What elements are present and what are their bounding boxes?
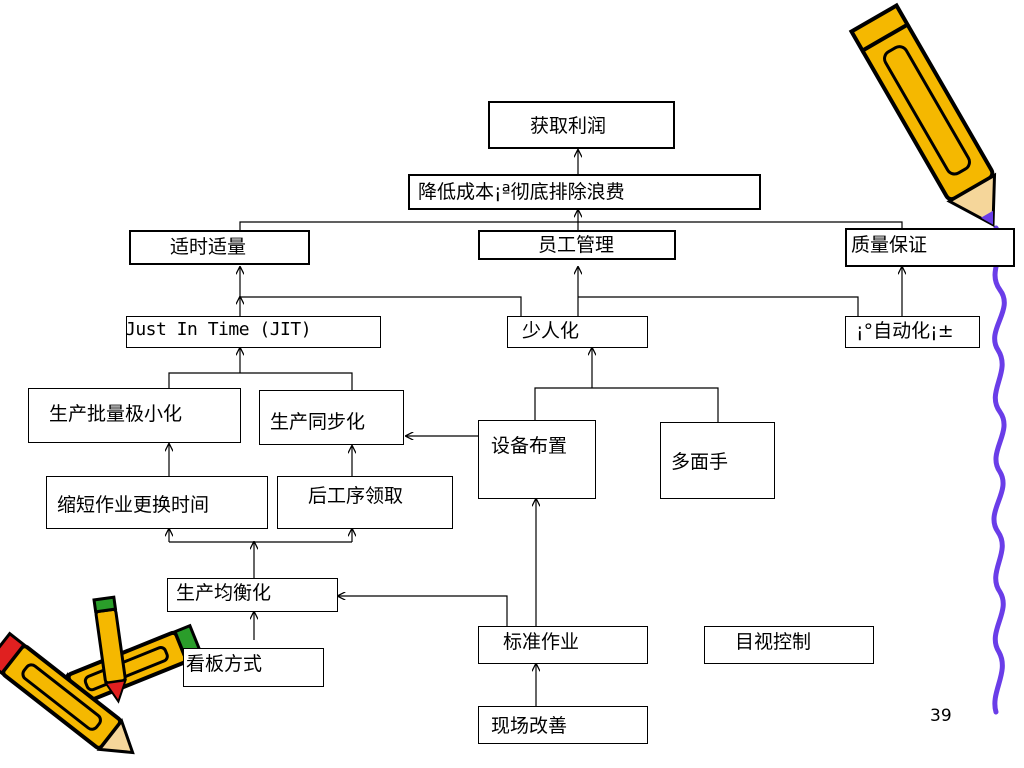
node-sync-production: 生产同步化 <box>259 390 404 445</box>
node-jit: Just In Time (JIT) <box>126 316 381 348</box>
node-standard-work-label: 标准作业 <box>503 631 580 653</box>
arrow-autonomation-to-staff <box>578 296 859 316</box>
node-quality-assurance-label: 质量保证 <box>851 234 928 256</box>
node-profit-label: 获取利润 <box>530 115 607 137</box>
node-equipment-layout: 设备布置 <box>478 420 596 499</box>
node-staff-management: 员工管理 <box>478 230 676 260</box>
node-kaizen-label: 现场改善 <box>491 715 568 737</box>
arrow-standard-to-leveling <box>338 596 508 626</box>
pencil-icon-bottom-left-red <box>0 631 135 755</box>
connectors <box>169 150 902 706</box>
node-equipment-layout-label: 设备布置 <box>491 435 568 457</box>
node-jit-right-amount-label: 适时适量 <box>170 236 247 258</box>
node-jit-label: Just In Time (JIT) <box>126 319 312 340</box>
node-quality-assurance: 质量保证 <box>845 228 1015 267</box>
node-standard-work: 标准作业 <box>478 626 648 664</box>
node-pull-system: 后工序领取 <box>277 476 453 529</box>
scribble-decoration <box>991 225 1007 715</box>
node-sync-production-label: 生产同步化 <box>270 411 366 433</box>
slide-page-number: 39 <box>930 706 952 726</box>
node-leveling-label: 生产均衡化 <box>176 582 272 604</box>
node-small-batch: 生产批量极小化 <box>28 388 241 443</box>
node-changeover: 缩短作业更换时间 <box>46 476 268 529</box>
node-less-people: 少人化 <box>507 316 648 348</box>
jit-bus <box>168 372 353 390</box>
node-visual-control: 目视控制 <box>704 626 874 664</box>
node-pull-system-label: 后工序领取 <box>308 485 404 507</box>
node-leveling: 生产均衡化 <box>167 578 338 612</box>
node-multi-skill-label: 多面手 <box>671 451 729 473</box>
node-profit: 获取利润 <box>488 101 675 149</box>
node-less-people-label: 少人化 <box>522 320 580 342</box>
node-small-batch-label: 生产批量极小化 <box>49 403 183 425</box>
node-changeover-label: 缩短作业更换时间 <box>57 494 210 516</box>
node-multi-skill: 多面手 <box>660 422 775 499</box>
node-jit-right-amount: 适时适量 <box>129 230 310 265</box>
lesspeople-bus <box>534 387 719 422</box>
node-kanban: 看板方式 <box>183 648 324 687</box>
node-autonomation: ¡°自动化¡± <box>845 316 980 348</box>
node-kaizen: 现场改善 <box>478 706 648 744</box>
arrow-lesspeople-to-jitright <box>240 267 522 316</box>
pencil-icon-bottom-left-small <box>92 595 127 704</box>
node-autonomation-label: ¡°自动化¡± <box>856 320 954 342</box>
pencil-icon-top-right <box>848 2 997 228</box>
node-visual-control-label: 目视控制 <box>735 631 812 653</box>
node-kanban-label: 看板方式 <box>186 653 263 675</box>
node-cost-reduction-label: 降低成本¡ª彻底排除浪费 <box>418 181 625 203</box>
pillars-bus <box>239 221 903 230</box>
node-staff-management-label: 员工管理 <box>538 234 615 256</box>
node-cost-reduction: 降低成本¡ª彻底排除浪费 <box>408 174 761 210</box>
